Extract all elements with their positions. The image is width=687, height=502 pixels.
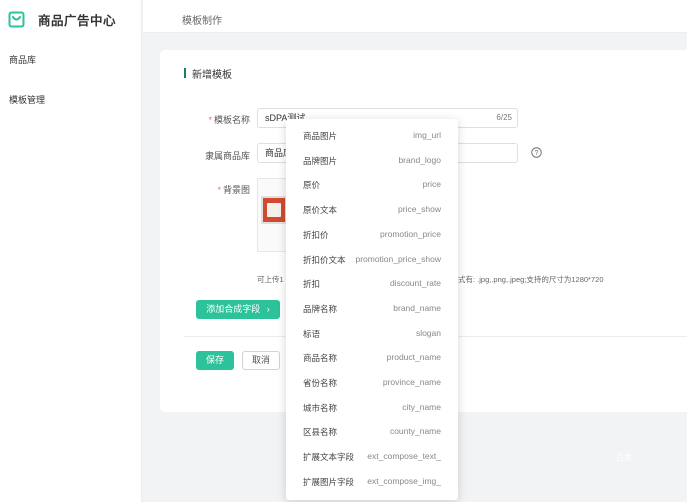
dropdown-item-key: promotion_price — [380, 228, 441, 239]
dropdown-item-label: 品牌图片 — [303, 155, 338, 166]
dropdown-item-label: 商品名称 — [303, 353, 338, 364]
dropdown-item-key: price_show — [398, 204, 441, 215]
char-counter: 6/25 — [496, 113, 512, 122]
shopping-bag-icon — [8, 11, 25, 27]
svg-text:?: ? — [535, 150, 539, 157]
template-name-value: sDPA测试 — [265, 113, 306, 123]
dropdown-item-label: 原价 — [303, 180, 321, 191]
background-thumbnail-image — [267, 203, 281, 217]
dropdown-item[interactable]: 商品名称 product_name — [286, 347, 458, 367]
dropdown-item-label: 折扣价 — [303, 229, 329, 240]
dropdown-item-label: 省份名称 — [303, 378, 338, 388]
dropdown-item[interactable]: 标语 slogan — [286, 323, 458, 343]
dropdown-item-label: 扩展文本字段 — [303, 452, 355, 463]
page-header: 模板制作 — [143, 0, 687, 33]
dropdown-item[interactable]: 商品图片 img_url — [286, 125, 458, 145]
template-name-label: *模板名称 — [200, 113, 250, 126]
dropdown-item[interactable]: 区县名称 county_name — [286, 421, 458, 441]
dropdown-item[interactable]: 折扣 discount_rate — [286, 273, 458, 293]
dropdown-item-key: ext_compose_img_ — [367, 475, 441, 486]
required-mark: * — [208, 115, 212, 125]
template-name-label-text: 模板名称 — [213, 115, 250, 125]
dropdown-item-label: 扩展图片字段 — [303, 476, 355, 487]
background-label-text: 背景图 — [222, 185, 250, 195]
section-accent-bar — [184, 68, 186, 78]
dropdown-item-key: promotion_price_show — [355, 253, 441, 264]
required-mark: * — [217, 185, 221, 195]
dropdown-item-label: 区县名称 — [303, 427, 338, 438]
dropdown-item-key: province_name — [382, 377, 441, 387]
sidebar-item-product-library[interactable]: 商品库 — [9, 55, 37, 65]
dropdown-item[interactable]: 扩展图片字段 ext_compose_img_ — [286, 471, 458, 491]
dropdown-item-key: discount_rate — [389, 278, 441, 289]
dropdown-item[interactable]: 折扣价文本 promotion_price_show — [286, 249, 458, 269]
cancel-button[interactable]: 取消 — [242, 351, 280, 370]
dropdown-item-key: img_url — [413, 130, 441, 140]
sidebar-item-template-management[interactable]: 模板管理 — [9, 95, 46, 105]
watermark-text: 百度 — [616, 453, 632, 462]
dropdown-item[interactable]: 原价文本 price_show — [286, 199, 458, 219]
chevron-right-icon: › — [266, 304, 270, 314]
dropdown-item-key: product_name — [386, 352, 441, 363]
help-icon[interactable]: ? — [531, 147, 542, 158]
background-thumbnail — [261, 196, 286, 224]
dropdown-item-label: 折扣 — [303, 279, 321, 290]
page-title: 模板制作 — [182, 16, 222, 27]
dropdown-item-key: brand_name — [393, 302, 441, 313]
dropdown-item-label: 折扣价文本 — [303, 254, 346, 265]
dropdown-item[interactable]: 扩展文本字段 ext_compose_text_ — [286, 446, 458, 466]
upload-hint: 可上传1 — [257, 275, 284, 284]
dropdown-item-key: county_name — [389, 426, 441, 437]
save-button[interactable]: 保存 — [196, 351, 234, 370]
product-library-value: 商品库 — [265, 148, 293, 158]
watermark: 百度 — [616, 452, 632, 463]
sidebar: 商品广告中心 商品库 模板管理 — [0, 0, 142, 502]
upload-format-hint: 式有: .jpg,.png,.jpeg;支持的尺寸为1280*720 — [458, 275, 604, 284]
background-label: *背景图 — [200, 183, 250, 196]
dropdown-item[interactable]: 品牌名称 brand_name — [286, 298, 458, 318]
dropdown-item-key: city_name — [402, 401, 441, 412]
dropdown-item-key: price — [422, 179, 441, 190]
dropdown-item-key: ext_compose_text_ — [367, 451, 441, 462]
app-logo: 商品广告中心 — [8, 8, 116, 30]
add-compose-field-label: 添加合成字段 — [206, 304, 261, 314]
section-title: 新增模板 — [184, 67, 232, 81]
compose-field-dropdown: 商品图片 img_url 品牌图片 brand_logo 原价 price 原价文本 pric… — [286, 119, 458, 500]
background-upload-area[interactable] — [257, 178, 287, 252]
dropdown-item[interactable]: 折扣价 promotion_price — [286, 224, 458, 244]
dropdown-item-label: 城市名称 — [303, 402, 338, 413]
section-title-text: 新增模板 — [192, 69, 232, 81]
dropdown-item-label: 品牌名称 — [303, 303, 338, 314]
dropdown-item[interactable]: 城市名称 city_name — [286, 397, 458, 417]
add-compose-field-button[interactable]: 添加合成字段 › — [196, 300, 280, 319]
dropdown-item-key: brand_logo — [398, 154, 441, 165]
product-library-label: 隶属商品库 — [204, 151, 250, 161]
dropdown-item[interactable]: 品牌图片 brand_logo — [286, 150, 458, 170]
dropdown-item-label: 标语 — [303, 328, 321, 339]
dropdown-item-label: 原价文本 — [303, 205, 338, 216]
app-title: 商品广告中心 — [38, 13, 117, 28]
dropdown-item[interactable]: 原价 price — [286, 174, 458, 194]
dropdown-item[interactable]: 省份名称 province_name — [286, 372, 458, 392]
dropdown-item-label: 商品图片 — [303, 131, 338, 141]
dropdown-item-key: slogan — [415, 327, 441, 338]
